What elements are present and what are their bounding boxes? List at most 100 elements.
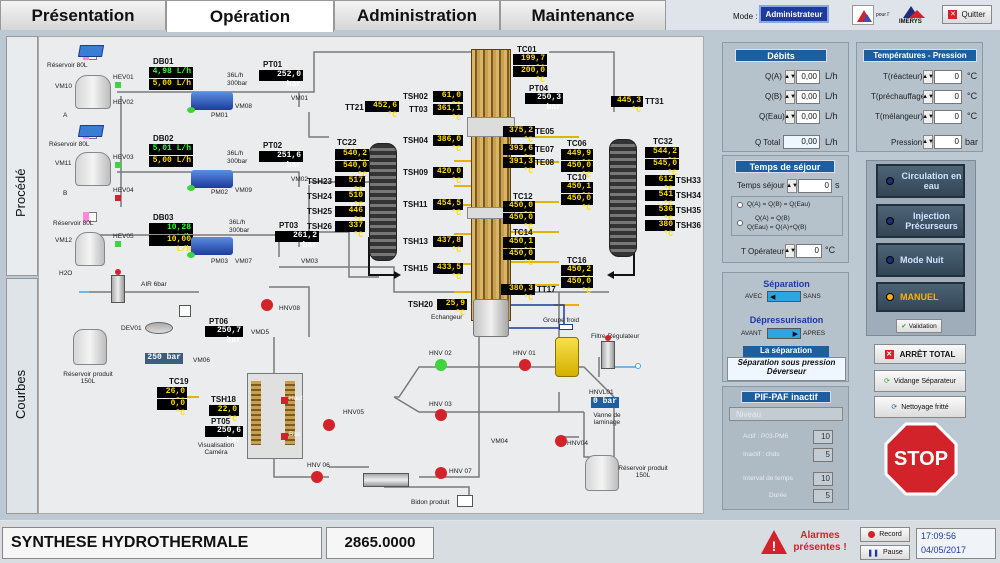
quit-button[interactable]: ✕ Quitter [942, 5, 992, 24]
tc14-setpoint[interactable]: 450,0 °C [503, 249, 535, 268]
reservoir-2-label: Réservoir 80L [49, 141, 90, 148]
qtotal-label: Q Total [755, 138, 781, 147]
sejour-option-1-radio[interactable] [737, 202, 743, 208]
mode-nuit-button[interactable]: Mode Nuit [876, 243, 965, 277]
echangeur-label: Echangeur [431, 314, 463, 321]
tsh35-label: TSH35 [676, 206, 701, 215]
qb-value[interactable]: 0,00 [796, 90, 820, 104]
hnv02-icon[interactable] [435, 359, 447, 371]
tc16-setpoint[interactable]: 450,0 °C [561, 277, 593, 296]
pif-inactif-value[interactable]: 5 [813, 448, 833, 462]
injection-precurseurs-button[interactable]: Injection Précurseurs [876, 204, 965, 238]
db01-label: DB01 [153, 57, 174, 66]
hnv01-icon[interactable] [519, 359, 531, 371]
sejour-option-2-radio[interactable] [737, 220, 743, 226]
side-tab-procede[interactable]: Procédé [6, 36, 38, 276]
vm08-label: VM08 [235, 103, 252, 110]
tab-administration[interactable]: Administration [334, 0, 500, 30]
hnv07-icon[interactable] [435, 467, 447, 479]
vanne-laminage-icon[interactable] [555, 337, 579, 377]
db03-setpoint[interactable]: 10,00 L/h [149, 235, 193, 254]
separation-toggle[interactable]: ◀ [767, 291, 801, 302]
pump-pm02-icon[interactable] [191, 170, 233, 188]
pump-pm03-icon[interactable] [191, 237, 233, 255]
level-high-label: Haut [289, 395, 303, 402]
hev04-indicator[interactable] [115, 195, 121, 201]
db01-setpoint[interactable]: 5,00 L/h [149, 79, 193, 90]
sejour-option-2-label-a: Q(A) = Q(B) [755, 215, 790, 222]
tc10-setpoint[interactable]: 450,0 °C [561, 194, 593, 213]
tmelangeur-value[interactable]: 0 [934, 110, 962, 124]
tmelangeur-spinner[interactable]: ▲▼ [922, 110, 934, 124]
toperateur-spinner[interactable]: ▲▼ [784, 244, 796, 258]
hnv03-label: HNV 03 [429, 401, 452, 408]
vidange-separateur-button[interactable]: ⟳Vidange Séparateur [874, 370, 966, 392]
db02-setpoint[interactable]: 5,00 L/h [149, 156, 193, 167]
tab-maintenance[interactable]: Maintenance [500, 0, 666, 30]
treacteur-value[interactable]: 0 [934, 70, 962, 84]
record-icon [868, 531, 876, 538]
pression-spinner[interactable]: ▲▼ [922, 135, 934, 149]
tc12-setpoint[interactable]: 450,0 °C [503, 213, 535, 232]
toperateur-unit: °C [825, 245, 836, 255]
tab-presentation[interactable]: Présentation [0, 0, 166, 30]
tc06-setpoint[interactable]: 450,0 °C [561, 161, 593, 180]
qb-spinner[interactable]: ▲▼ [784, 90, 796, 104]
pt03-label: PT03 [279, 221, 299, 230]
tsh02-label: TSH02 [403, 92, 428, 101]
toperateur-value[interactable]: 0 [796, 244, 822, 258]
tprechauffage-spinner[interactable]: ▲▼ [922, 90, 934, 104]
circulation-eau-button[interactable]: Circulation en eau [876, 164, 965, 198]
arret-total-button[interactable]: ✕ARRÊT TOTAL [874, 344, 966, 364]
side-tab-courbes-label: Courbes [13, 369, 28, 419]
qa-spinner[interactable]: ▲▼ [784, 70, 796, 84]
record-button[interactable]: Record [860, 527, 910, 542]
tprechauffage-value[interactable]: 0 [934, 90, 962, 104]
pif-actif-value[interactable]: 10 [813, 430, 833, 444]
air-filter-icon [179, 305, 191, 317]
pif-niveau-button[interactable]: Niveau [729, 407, 843, 421]
sejour-option-1-label: Q(A) = Q(B) = Q(Eau) [747, 201, 811, 208]
hev02-label: HEV02 [113, 99, 134, 106]
pif-duree-value[interactable]: 5 [813, 489, 833, 503]
pif-interval-value[interactable]: 10 [813, 472, 833, 486]
hnv08-icon[interactable] [261, 299, 273, 311]
tc32-setpoint[interactable]: 545,0 °C [645, 159, 679, 178]
pump-pm03-status [187, 252, 195, 258]
depressurisation-toggle[interactable]: ▶ [767, 328, 801, 339]
sejour-spinner[interactable]: ▲▼ [786, 179, 798, 193]
tab-operation[interactable]: Opération [166, 0, 334, 32]
side-tab-courbes[interactable]: Courbes [6, 278, 38, 514]
manuel-button[interactable]: MANUEL [876, 282, 965, 312]
validation-button[interactable]: ✔Validation [896, 319, 942, 333]
mode-selector[interactable]: Administrateur [759, 5, 829, 23]
clock-display: 17:09:56 04/05/2017 [916, 528, 996, 559]
hnv06-icon[interactable] [311, 471, 323, 483]
tc19-setpoint[interactable]: 0,0 °C [157, 399, 187, 418]
tsh04-value: 386,0 °C [433, 135, 463, 154]
tc22-setpoint[interactable]: 540,0 °C [335, 161, 369, 180]
hev01-indicator[interactable] [115, 82, 121, 88]
process-number: 2865.0000 [326, 527, 434, 559]
hnv03-icon[interactable] [435, 409, 447, 421]
treacteur-spinner[interactable]: ▲▼ [922, 70, 934, 84]
nettoyage-fritte-button[interactable]: ⟳Nettoyage fritté [874, 396, 966, 418]
hnv04-icon[interactable] [555, 435, 567, 447]
hnvl01-value[interactable]: 0 bar [591, 397, 619, 408]
hev05-indicator[interactable] [115, 241, 121, 247]
imerys-logo-icon [852, 5, 874, 25]
pif-interval-label: Interval de temps [743, 475, 793, 482]
qeau-spinner[interactable]: ▲▼ [784, 110, 796, 124]
pump-pm01-icon[interactable] [191, 92, 233, 110]
stop-button[interactable]: STOP [884, 422, 958, 496]
tc01-setpoint[interactable]: 200,0 °C [513, 66, 547, 85]
sejour-value[interactable]: 0 [798, 179, 832, 193]
pression-value[interactable]: 0 [934, 135, 962, 149]
te07-label: TE07 [535, 145, 555, 154]
qeau-value[interactable]: 0,00 [796, 110, 820, 124]
hnv05-icon[interactable] [323, 419, 335, 431]
hev03-indicator[interactable] [115, 162, 121, 168]
pause-button[interactable]: ❚❚Pause [860, 545, 910, 560]
qa-value[interactable]: 0,00 [796, 70, 820, 84]
alarm-warning-icon[interactable]: ! [760, 528, 788, 556]
